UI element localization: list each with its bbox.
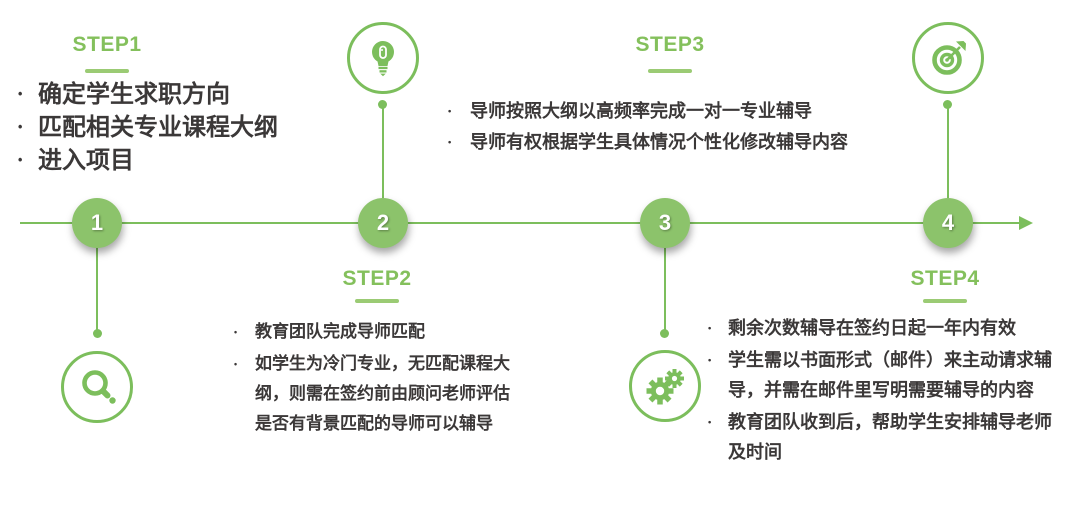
- step4-title: STEP4: [910, 267, 980, 290]
- node-number: 2: [376, 210, 390, 235]
- step3-bullet-list: 导师按照大纲以高频率完成一对一专业辅导导师有权根据学生具体情况个性化修改辅导内容: [446, 96, 866, 158]
- bullet-item: 学生需以书面形式（邮件）来主动请求辅导，并需在邮件里写明需要辅导的内容: [706, 345, 1062, 405]
- gears-icon: [629, 350, 701, 422]
- connector-step4: [947, 105, 949, 198]
- node-number: 4: [941, 210, 955, 235]
- bullet-item: 如学生为冷门专业，无匹配课程大纲，则需在签约前由顾问老师评估是否有背景匹配的导师…: [232, 349, 522, 439]
- timeline-node-2: 2: [358, 198, 408, 248]
- target-icon: [912, 22, 984, 94]
- timeline-node-4: 4: [923, 198, 973, 248]
- node-number: 1: [90, 210, 104, 235]
- step2-bullet-list: 教育团队完成导师匹配如学生为冷门专业，无匹配课程大纲，则需在签约前由顾问老师评估…: [232, 317, 522, 441]
- bullet-item: 导师有权根据学生具体情况个性化修改辅导内容: [446, 127, 866, 158]
- bullet-item: 教育团队收到后，帮助学生安排辅导老师及时间: [706, 407, 1062, 467]
- magnifier-icon: [61, 351, 133, 423]
- connector-dot: [660, 329, 669, 338]
- bullet-item: 匹配相关专业课程大纲: [16, 111, 346, 144]
- connector-dot: [378, 100, 387, 109]
- connector-step2: [382, 105, 384, 198]
- timeline-line: [20, 222, 1020, 224]
- connector-dot: [943, 100, 952, 109]
- bullet-item: 导师按照大纲以高频率完成一对一专业辅导: [446, 96, 866, 127]
- step2-title-underline: [355, 299, 399, 303]
- step3-title-underline: [648, 69, 692, 73]
- step1-title: STEP1: [72, 33, 142, 56]
- bullet-item: 教育团队完成导师匹配: [232, 317, 522, 347]
- bullet-item: 确定学生求职方向: [16, 78, 346, 111]
- step2-title: STEP2: [342, 267, 412, 290]
- connector-step3: [664, 248, 666, 333]
- lightbulb-icon: [347, 22, 419, 94]
- step3-title: STEP3: [635, 33, 705, 56]
- connector-step1: [96, 248, 98, 333]
- connector-dot: [93, 329, 102, 338]
- step1-title-underline: [85, 69, 129, 73]
- timeline-node-3: 3: [640, 198, 690, 248]
- node-number: 3: [658, 210, 672, 235]
- bullet-item: 剩余次数辅导在签约日起一年内有效: [706, 313, 1062, 343]
- step1-bullet-list: 确定学生求职方向匹配相关专业课程大纲进入项目: [16, 78, 346, 177]
- bullet-item: 进入项目: [16, 144, 346, 177]
- step4-bullet-list: 剩余次数辅导在签约日起一年内有效学生需以书面形式（邮件）来主动请求辅导，并需在邮…: [706, 313, 1062, 469]
- step4-title-underline: [923, 299, 967, 303]
- timeline-node-1: 1: [72, 198, 122, 248]
- timeline-arrowhead-icon: [1019, 216, 1033, 230]
